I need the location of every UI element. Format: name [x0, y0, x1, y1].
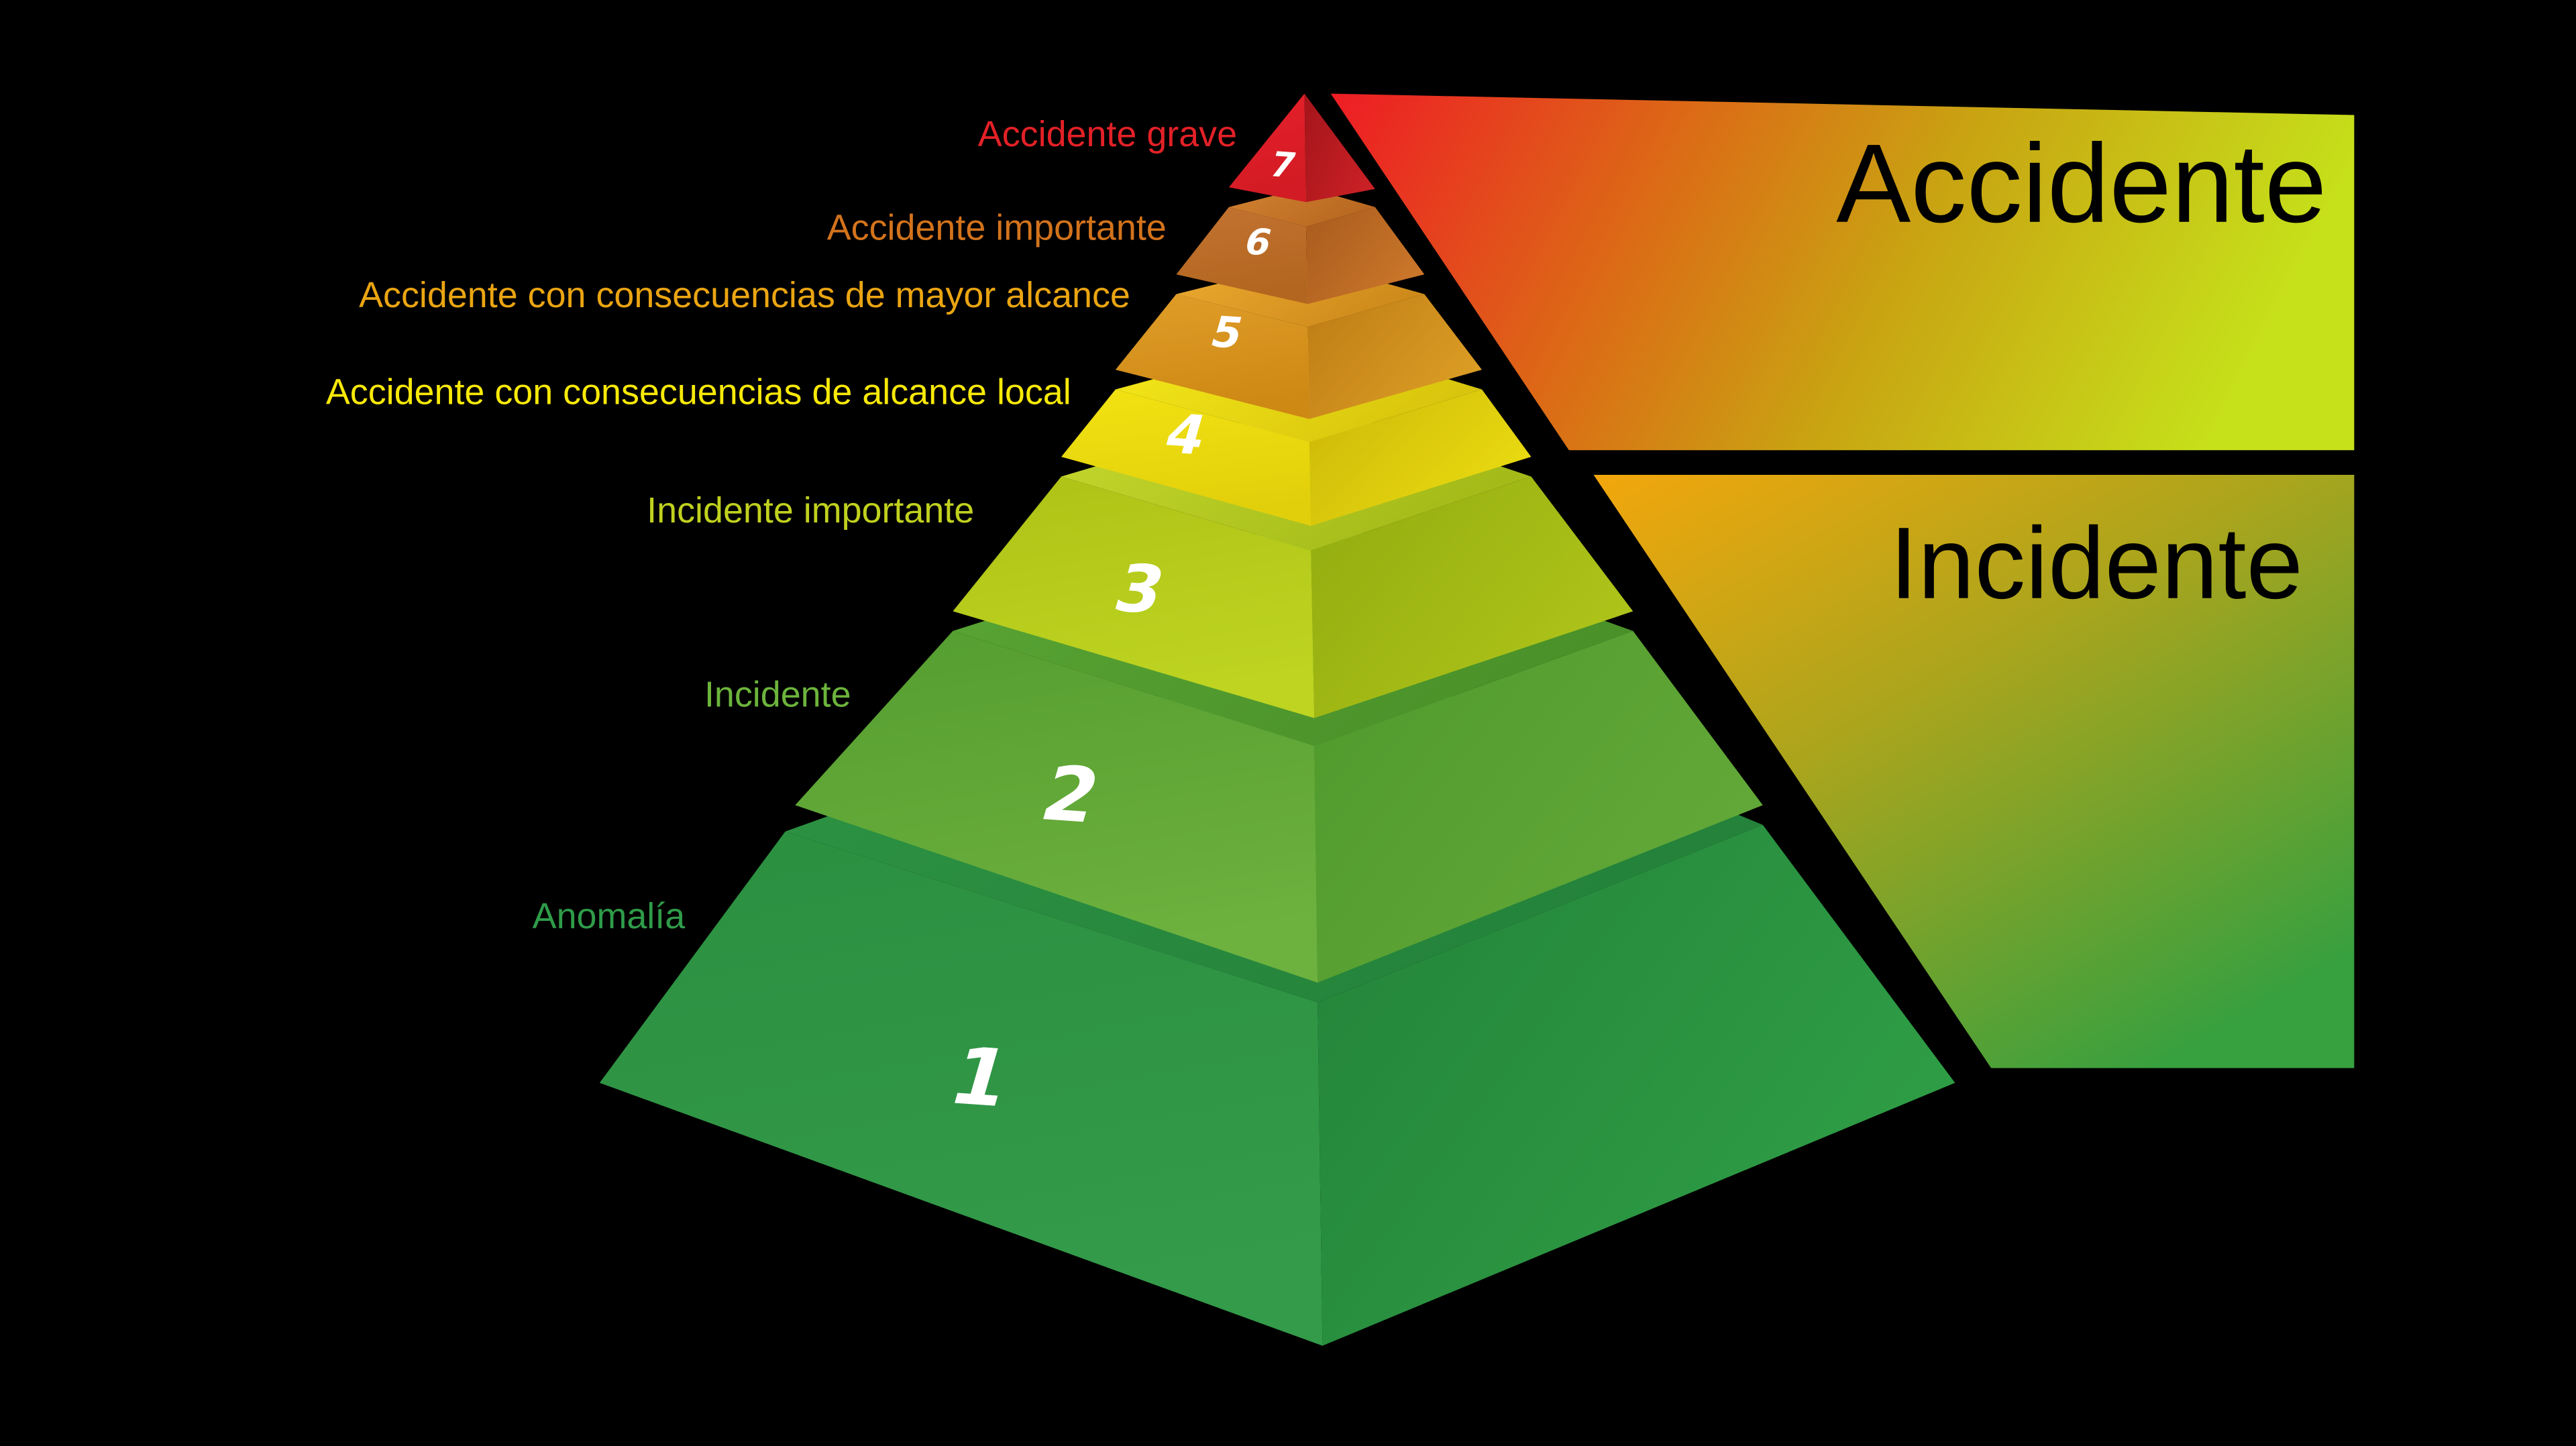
level-3-left-face: [953, 476, 1315, 718]
label-level-3: Incidente importante: [647, 490, 974, 531]
label-level-6: Accidente importante: [827, 208, 1167, 248]
accidente-panel-title: Accidente: [1836, 121, 2326, 246]
level-5-right-face: [1307, 294, 1482, 419]
label-level-1: Anomalía: [533, 896, 686, 936]
level-1-left-face: [599, 831, 1323, 1346]
level-3-right-face: [1311, 476, 1633, 718]
level-7-right-face: [1304, 93, 1375, 203]
level-6-left-face: [1176, 207, 1308, 304]
level-2-left-face: [795, 630, 1318, 983]
pyramid-level-5: 5: [1115, 261, 1482, 419]
level-5-left-face: [1115, 294, 1309, 419]
incidente-panel-title: Incidente: [1890, 507, 2303, 620]
pyramid-level-7: 7: [1228, 93, 1375, 203]
incidente-panel-shape: [1593, 475, 2355, 1068]
accidente-panel-shape: [1330, 93, 2355, 451]
level-4-right-face: [1309, 389, 1532, 526]
incidente-panel: Incidente: [1593, 475, 2355, 1068]
label-level-4: Accidente con consecuencias de alcance l…: [326, 372, 1071, 412]
pyramid: 1 2 3 4 5: [599, 93, 1955, 1346]
level-7-left-face: [1228, 93, 1306, 203]
level-6-top-face: [1228, 187, 1375, 227]
pyramid-level-6: 6: [1176, 187, 1425, 304]
level-2-right-face: [1314, 630, 1763, 983]
label-level-7: Accidente grave: [978, 114, 1237, 154]
level-labels: Accidente grave Accidente importante Acc…: [326, 114, 1237, 936]
level-6-right-face: [1305, 207, 1425, 304]
label-level-2: Incidente: [704, 674, 851, 714]
level-4-left-face: [1061, 389, 1311, 526]
right-panels: Accidente Incidente: [1330, 93, 2355, 1068]
label-level-5: Accidente con consecuencias de mayor alc…: [359, 275, 1130, 315]
accidente-panel: Accidente: [1330, 93, 2355, 451]
level-1-right-face: [1318, 824, 1955, 1346]
